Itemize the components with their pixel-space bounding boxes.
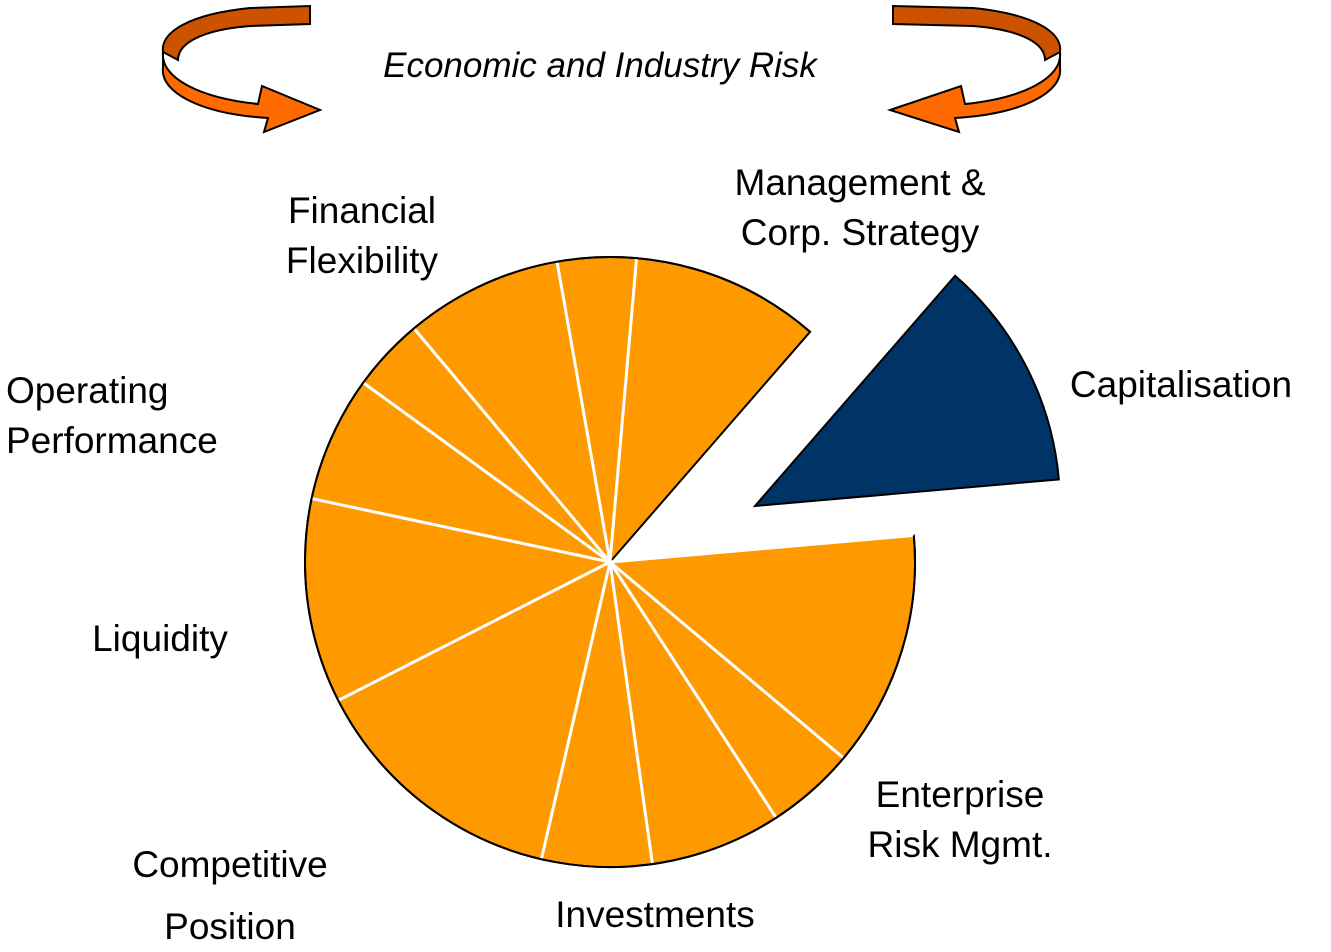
label-line: Position (164, 906, 296, 947)
label-management: Management & Corp. Strategy (695, 158, 1025, 258)
pie-divider (362, 381, 611, 564)
label-line: Risk Mgmt. (867, 824, 1053, 865)
pie-divider (608, 561, 778, 819)
label-line: Corp. Strategy (740, 212, 980, 253)
banner-title: Economic and Industry Risk (383, 46, 817, 85)
label-line: Capitalisation (1069, 364, 1293, 405)
label-financial-flexibility: Financial Flexibility (262, 186, 462, 286)
label-investments: Investments (525, 890, 785, 940)
pie-divider (608, 258, 639, 563)
label-line: Financial (287, 190, 437, 231)
label-line: Performance (6, 420, 218, 461)
label-line: Management & (734, 162, 986, 203)
pie-divider (609, 533, 914, 564)
label-liquidity: Liquidity (70, 614, 250, 664)
left-curved-arrow-icon (161, 4, 323, 134)
pie-divider (337, 560, 611, 702)
label-line: Operating (6, 370, 169, 411)
label-erm: Enterprise Risk Mgmt. (830, 770, 1090, 870)
label-line: Investments (555, 894, 755, 935)
right-curved-arrow-icon (886, 4, 1062, 134)
pie-divider (555, 261, 612, 563)
pie-divider (539, 561, 612, 860)
pie-slice-capitalisation (752, 274, 1060, 508)
pie-divider (608, 561, 654, 865)
label-line: Competitive (132, 844, 328, 885)
pie-chart (304, 256, 1060, 868)
label-line: Enterprise (875, 774, 1045, 815)
label-competitive-position: Competitive Position (90, 840, 370, 952)
label-operating-performance: Operating Performance (6, 366, 276, 466)
pie-outline (304, 256, 916, 868)
pie-divider (609, 560, 845, 760)
label-line: Liquidity (92, 618, 228, 659)
label-line: Flexibility (285, 240, 439, 281)
label-capitalisation: Capitalisation (1046, 360, 1316, 410)
pie-divider (412, 327, 612, 563)
pie-divider (311, 497, 611, 564)
